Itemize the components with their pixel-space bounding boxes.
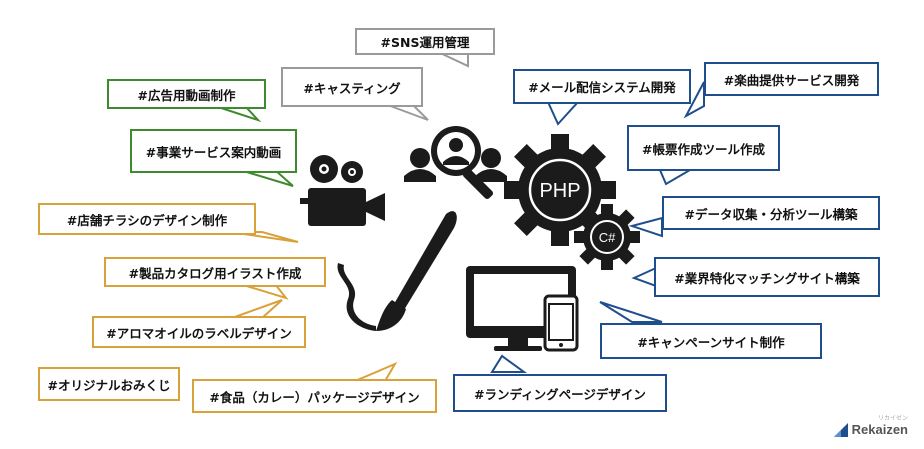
bubble-data-analysis-tool: #データ収集・分析ツール構築 bbox=[662, 196, 880, 230]
bubble-music-service-development: #楽曲提供サービス開発 bbox=[704, 62, 879, 96]
bubble-industry-matching-site: #業界特化マッチングサイト構築 bbox=[654, 257, 880, 297]
tail-campaign bbox=[599, 301, 663, 323]
bubble-original-omikuji: #オリジナルおみくじ bbox=[38, 367, 180, 401]
bubble-casting: #キャスティング bbox=[281, 67, 423, 107]
csharp-gear-text: C# bbox=[599, 230, 616, 245]
user-search-icon bbox=[404, 126, 507, 200]
bubble-voucher-tool-creation: #帳票作成ツール作成 bbox=[627, 125, 780, 171]
bubble-store-flyer-design: #店舗チラシのデザイン制作 bbox=[38, 203, 256, 235]
bubble-food-curry-package-design: #食品（カレー）パッケージデザイン bbox=[192, 379, 437, 413]
smartphone-icon bbox=[543, 294, 579, 352]
rekaizen-logo-mark-icon bbox=[833, 422, 848, 437]
bubble-business-service-video: #事業サービス案内動画 bbox=[130, 129, 297, 173]
bubble-landing-page-design: #ランディングページデザイン bbox=[453, 374, 667, 412]
bubble-campaign-site-production: #キャンペーンサイト制作 bbox=[600, 323, 822, 359]
rekaizen-logo-subtext: リカイゼン bbox=[877, 415, 908, 422]
csharp-gear-icon: C# bbox=[574, 204, 640, 270]
bubble-sns-management: #SNS運用管理 bbox=[355, 28, 495, 55]
rekaizen-logo-text: Rekaizen bbox=[851, 422, 908, 437]
paint-brush-icon bbox=[337, 211, 457, 331]
film-projector-icon bbox=[300, 155, 385, 226]
rekaizen-logo: Rekaizen リカイゼン bbox=[833, 415, 908, 437]
bubble-aroma-oil-label-design: #アロマオイルのラベルデザイン bbox=[92, 316, 306, 348]
php-gear-icon: PHP bbox=[504, 134, 616, 246]
php-gear-text: PHP bbox=[539, 180, 580, 202]
bubble-product-catalog-illustration: #製品カタログ用イラスト作成 bbox=[104, 257, 326, 287]
bubble-mail-delivery-system: #メール配信システム開発 bbox=[513, 69, 691, 104]
tail-landing bbox=[490, 354, 528, 373]
bubble-ad-video-production: #広告用動画制作 bbox=[107, 79, 266, 109]
